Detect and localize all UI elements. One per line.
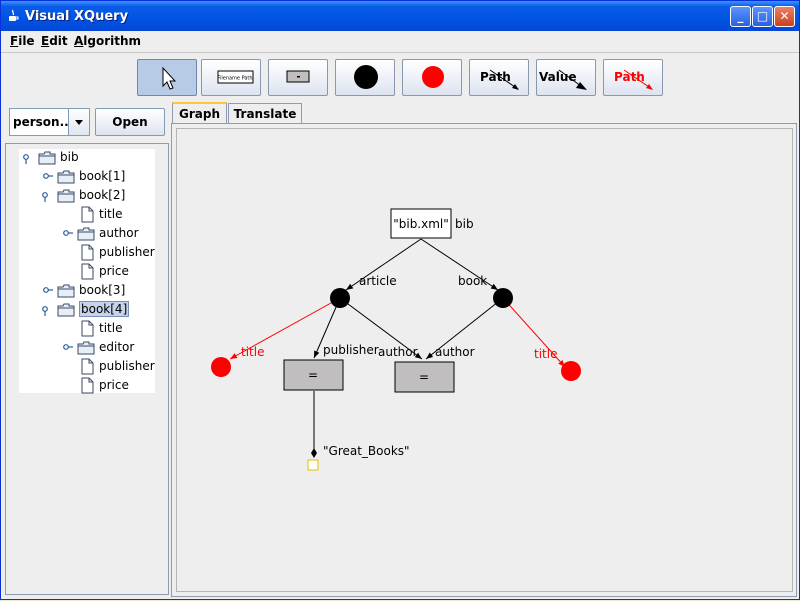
filename-path-tool[interactable]: Filename Path <box>201 59 261 96</box>
tree-node[interactable]: author <box>61 225 155 243</box>
file-select-combo[interactable]: person.... <box>9 108 90 136</box>
tree-node-label: price <box>99 264 129 278</box>
path-arrow-icon: Path <box>480 69 519 90</box>
cursor-arrow-icon <box>162 66 177 90</box>
svg-text:Filename Path: Filename Path <box>217 76 252 82</box>
file-icon <box>81 244 94 261</box>
window-title: Visual XQuery <box>25 9 129 24</box>
pointer-tool[interactable] <box>137 59 197 96</box>
tree-node[interactable]: editor <box>61 339 155 357</box>
tab-graph[interactable]: Graph <box>172 102 227 124</box>
graph-panel <box>171 123 797 597</box>
folder-icon <box>38 151 56 165</box>
java-cup-icon <box>9 9 19 21</box>
tree-node[interactable]: book[2] <box>41 187 155 205</box>
tree-node-label: book[3] <box>79 283 126 297</box>
close-icon: ✕ <box>779 9 790 23</box>
tree-node[interactable]: book[3] <box>41 282 155 300</box>
red-path-edge-tool[interactable]: Path <box>603 59 663 96</box>
svg-text:Path: Path <box>480 70 511 84</box>
title-bar[interactable]: Visual XQuery _ □ ✕ <box>1 1 799 31</box>
tree-expand-handle-icon[interactable] <box>61 225 73 243</box>
maximize-icon: □ <box>756 9 769 23</box>
tree-node-label: price <box>99 378 129 392</box>
chevron-down-icon <box>75 120 83 125</box>
folder-icon <box>77 341 95 355</box>
tree-expand-handle-icon[interactable] <box>61 339 73 357</box>
tree-node[interactable]: publisher <box>64 358 155 376</box>
black-node-icon <box>354 65 378 89</box>
filename-path-icon: Filename Path <box>217 70 254 84</box>
combo-value: person.... <box>13 115 78 129</box>
maximize-button[interactable]: □ <box>752 6 773 27</box>
close-button[interactable]: ✕ <box>774 6 795 27</box>
tree-node-label: book[4] <box>79 301 130 317</box>
tree-node[interactable]: price <box>64 263 155 281</box>
black-node-tool[interactable] <box>335 59 395 96</box>
folder-icon <box>57 170 75 184</box>
menu-file[interactable]: File <box>10 34 35 48</box>
path-edge-tool[interactable]: Path <box>469 59 529 96</box>
tree-expand-handle-icon[interactable] <box>41 168 53 186</box>
file-icon <box>81 358 94 375</box>
tab-translate[interactable]: Translate <box>228 103 302 124</box>
tree-node[interactable]: title <box>64 320 155 338</box>
tree-node[interactable]: publisher <box>64 244 155 262</box>
value-box-tool[interactable] <box>268 59 328 96</box>
combo-dropdown-button[interactable] <box>68 109 89 135</box>
svg-text:Value: Value <box>539 70 577 84</box>
file-icon <box>81 377 94 394</box>
file-icon <box>81 320 94 337</box>
file-icon <box>81 206 94 223</box>
tree-node-label: author <box>99 226 139 240</box>
graph-canvas-frame <box>176 128 793 592</box>
red-path-arrow-icon: Path <box>614 69 653 90</box>
tree-node-label: publisher <box>99 245 155 259</box>
folder-icon <box>57 284 75 298</box>
tree-collapse-handle-icon[interactable] <box>22 149 34 167</box>
tree-node[interactable]: book[4] <box>41 301 155 319</box>
tree-node-label: book[1] <box>79 169 126 183</box>
folder-icon <box>57 303 75 317</box>
file-icon <box>81 263 94 280</box>
tree-collapse-handle-icon[interactable] <box>41 301 53 319</box>
tree-node[interactable]: book[1] <box>41 168 155 186</box>
tree-node-label: title <box>99 321 123 335</box>
value-arrow-icon: Value <box>539 69 587 90</box>
tree-node-label: bib <box>60 150 79 164</box>
menu-bar: File Edit Algorithm <box>1 31 799 51</box>
menu-edit[interactable]: Edit <box>41 34 68 48</box>
tree-node-label: publisher <box>99 359 155 373</box>
minimize-icon: _ <box>737 9 744 23</box>
folder-icon <box>57 189 75 203</box>
folder-icon <box>77 227 95 241</box>
tree-collapse-handle-icon[interactable] <box>41 187 53 205</box>
value-box-icon <box>286 70 310 83</box>
tree-node-label: title <box>99 207 123 221</box>
minimize-button[interactable]: _ <box>730 6 751 27</box>
red-node-tool[interactable] <box>402 59 462 96</box>
toolbar-divider <box>1 52 799 53</box>
menu-algorithm[interactable]: Algorithm <box>74 34 142 48</box>
tree-node[interactable]: title <box>64 206 155 224</box>
open-button[interactable]: Open <box>95 108 165 136</box>
value-edge-tool[interactable]: Value <box>536 59 596 96</box>
red-node-icon <box>422 66 444 88</box>
tree-node[interactable]: price <box>64 377 155 395</box>
tree-node-label: book[2] <box>79 188 126 202</box>
tree-node-label: editor <box>99 340 135 354</box>
svg-text:Path: Path <box>614 70 645 84</box>
tree-expand-handle-icon[interactable] <box>41 282 53 300</box>
tree-node[interactable]: bib <box>22 149 155 167</box>
